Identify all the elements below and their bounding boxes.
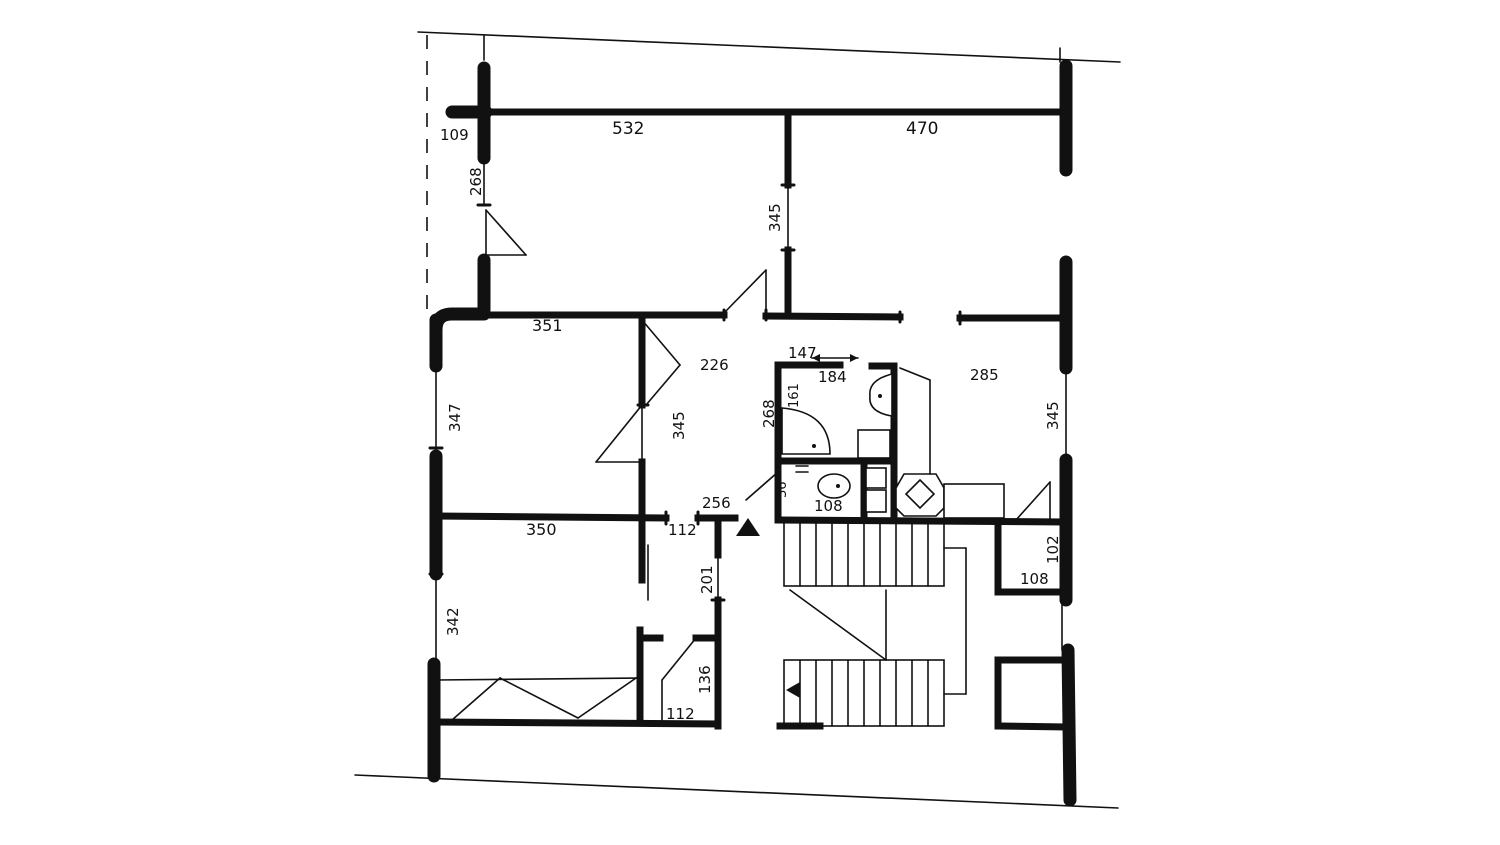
dim-345-left: 345	[670, 411, 688, 440]
dim-108-store: 108	[1020, 570, 1049, 588]
dim-109: 109	[440, 126, 469, 144]
dim-470: 470	[906, 119, 938, 139]
dim-112-bottom: 112	[666, 705, 695, 723]
dim-532: 532	[612, 119, 644, 139]
dim-226: 226	[700, 356, 729, 374]
kitchen-fixtures	[895, 367, 1005, 519]
dim-184: 184	[818, 368, 847, 386]
dim-112-top: 112	[668, 521, 697, 539]
staircase	[736, 518, 967, 727]
exterior-walls	[427, 59, 1077, 807]
bathroom-fixtures	[781, 372, 893, 513]
dim-345-right: 345	[1044, 401, 1062, 430]
entrance-triangle-icon	[736, 518, 760, 536]
dim-268-top: 268	[467, 167, 485, 196]
interior-walls	[432, 108, 1068, 731]
dim-347: 347	[446, 403, 464, 432]
dim-351: 351	[532, 316, 563, 335]
dim-256: 256	[702, 494, 731, 512]
dim-268-bath: 268	[760, 399, 778, 428]
reference-lines	[354, 31, 1121, 809]
dim-201: 201	[698, 565, 716, 594]
dimension-labels: 109 532 470 268 345 351 226 347 345 147 …	[440, 119, 1062, 723]
dim-285: 285	[970, 366, 999, 384]
shower-tray-icon	[781, 407, 831, 455]
dim-342: 342	[444, 607, 462, 636]
door-swings	[485, 209, 1051, 723]
toilet-icon	[817, 473, 851, 499]
dim-136: 136	[696, 665, 714, 694]
dimension-marks	[428, 159, 1067, 661]
counter-icon	[943, 483, 1005, 519]
windows	[435, 544, 649, 721]
dim-350: 350	[526, 520, 557, 539]
dim-102: 102	[1044, 535, 1062, 564]
dim-108-wc: 108	[814, 497, 843, 515]
dim-345-mid: 345	[766, 203, 784, 232]
stair-direction-arrow-icon	[786, 682, 800, 698]
dim-147: 147	[788, 344, 817, 362]
dim-36: 36	[775, 481, 790, 498]
dim-161: 161	[787, 383, 802, 408]
